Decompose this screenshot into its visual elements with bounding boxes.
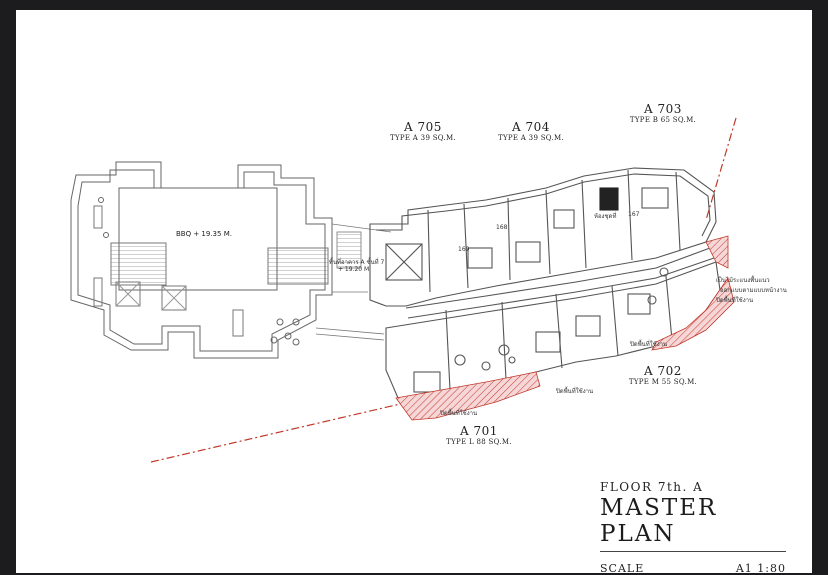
unit-a704-type: TYPE A 39 SQ.M. [497,134,565,142]
hatched-area-east [651,277,735,351]
title-block: FLOOR 7th. A MASTER PLAN SCALE A1 1:80 [600,480,786,575]
rooftop-block [70,161,333,359]
scale-row: SCALE A1 1:80 [600,562,786,575]
roof-note-east: ปิดพื้นที่ใช้งาน [630,341,668,348]
unit-a704-name: A 704 [512,120,550,134]
unit-a701-name: A 701 [460,424,498,438]
unit-a705-label: A 705 TYPE A 39 SQ.M. [378,120,468,142]
unit-a704-label: A 704 TYPE A 39 SQ.M. [486,120,576,142]
room-number-169: 169 [458,246,470,253]
unit-a701-label: A 701 TYPE L 88 SQ.M. [424,424,534,446]
scale-value: A1 1:80 [735,562,786,575]
level-note-line-2: + 19.20 M [338,266,370,273]
hatched-area-south [395,371,541,421]
bbq-level-label: BBQ + 19.35 M. [176,230,232,238]
roof-note-south: ปิดพื้นที่ใช้งาน [556,388,594,395]
floor-plan-drawing [70,117,737,463]
unit-a703-label: A 703 TYPE B 65 SQ.M. [618,102,708,124]
unit-a705-name: A 705 [404,120,442,134]
unit-a701-type: TYPE L 88 SQ.M. [446,438,512,446]
room-note: ห้องชุดที่ [594,213,617,220]
unit-a705-type: TYPE A 39 SQ.M. [389,134,457,142]
main-building [369,167,721,399]
site-line-lower [150,397,427,463]
side-note-1: เป็นไม้ระแนงพื้นแนว [716,277,770,284]
hatched-area-northeast [705,235,729,269]
roof-note-southwest: ปิดพื้นที่ใช้งาน [440,410,478,417]
unit-a702-label: A 702 TYPE M 55 SQ.M. [608,364,718,386]
unit-a702-type: TYPE M 55 SQ.M. [628,378,698,386]
room-number-168: 168 [496,224,508,231]
unit-a703-name: A 703 [644,102,682,116]
scale-label: SCALE [600,562,645,575]
title-divider [600,551,786,552]
side-note-2: ออกแบบตามแบบหน้างาน [720,287,787,294]
unit-a702-name: A 702 [644,364,682,378]
room-number-167: 167 [628,211,640,218]
plan-sheet: A 705 TYPE A 39 SQ.M. A 704 TYPE A 39 SQ… [16,10,812,575]
plan-title: MASTER PLAN [600,495,718,547]
floor-label: FLOOR 7th. A [600,480,704,494]
site-line-upper [705,117,737,221]
side-note-3: ปิดพื้นที่ใช้งาน [716,297,754,304]
level-note-line-1: พื้นที่อาคาร A ชั้นที่ 7 [329,259,385,266]
link-bridge [315,223,392,341]
unit-a703-type: TYPE B 65 SQ.M. [629,116,697,124]
